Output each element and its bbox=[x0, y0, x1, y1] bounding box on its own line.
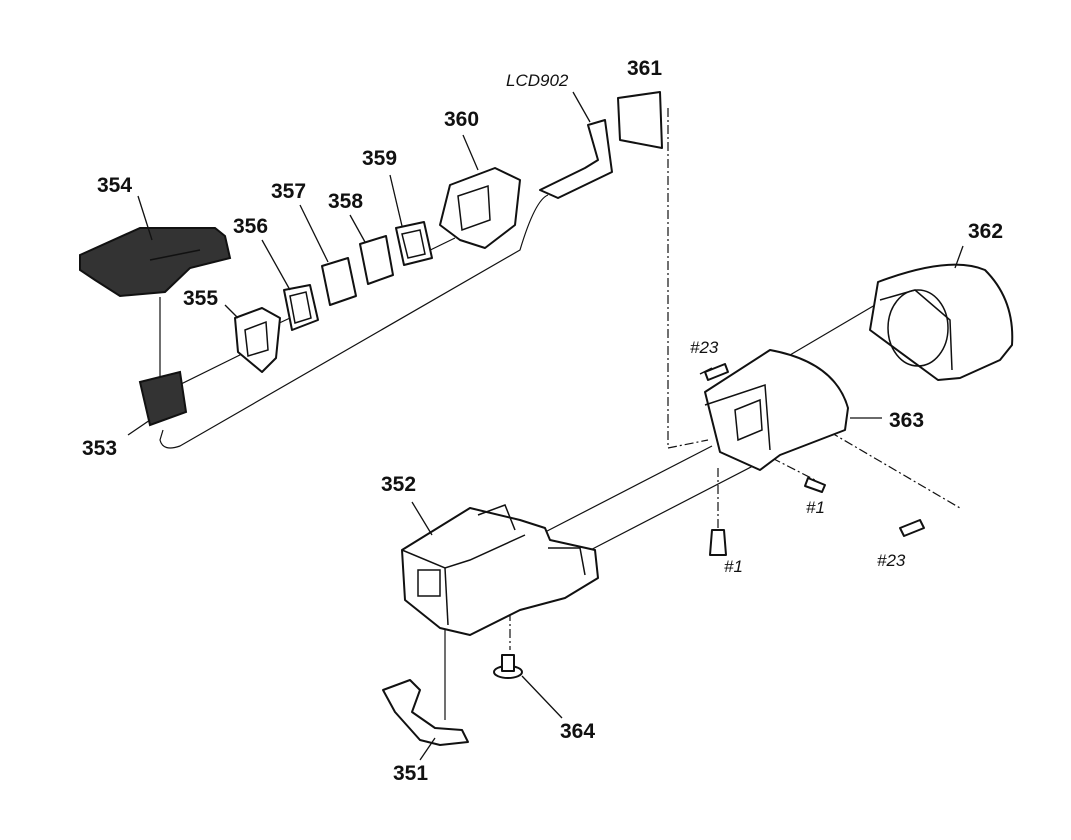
part-352-main-block bbox=[401, 501, 599, 636]
axis-line-a bbox=[519, 445, 713, 546]
axis-line-b bbox=[574, 451, 781, 559]
label-351: 351 bbox=[393, 762, 428, 785]
part-362-eyecup bbox=[869, 245, 1014, 381]
part-360-housing bbox=[439, 134, 521, 249]
part-353-board bbox=[127, 370, 188, 436]
routing-line-upper bbox=[159, 194, 549, 449]
label-screw-23-top: #23 bbox=[690, 338, 719, 357]
part-356-frame bbox=[261, 239, 319, 331]
dash-line-363-1 bbox=[771, 457, 816, 481]
part-357-sheet bbox=[299, 204, 357, 306]
label-355: 355 bbox=[183, 287, 218, 310]
screw-23-bottom-icon bbox=[899, 519, 925, 537]
label-screw-1-bottom: #1 bbox=[724, 557, 743, 576]
label-lcd902: LCD902 bbox=[506, 71, 569, 90]
screw-1-bottom-icon bbox=[709, 529, 727, 556]
part-351-shield bbox=[382, 679, 469, 761]
label-359: 359 bbox=[362, 147, 397, 170]
part-354-shield-plate bbox=[79, 195, 232, 298]
screw-1-right-icon bbox=[804, 477, 826, 493]
part-364-screw bbox=[493, 654, 563, 719]
label-363: 363 bbox=[889, 409, 924, 432]
label-352: 352 bbox=[381, 473, 416, 496]
label-356: 356 bbox=[233, 215, 268, 238]
label-screw-1-right: #1 bbox=[806, 498, 825, 517]
label-360: 360 bbox=[444, 108, 479, 131]
screw-23-top-icon bbox=[699, 363, 729, 381]
part-lcd902-flex bbox=[539, 91, 613, 199]
part-363-case bbox=[704, 349, 882, 471]
label-364: 364 bbox=[560, 720, 595, 743]
dash-line-361 bbox=[667, 108, 709, 449]
label-357: 357 bbox=[271, 180, 306, 203]
part-359-frame bbox=[389, 174, 433, 266]
axis-line-c bbox=[789, 304, 876, 356]
label-362: 362 bbox=[968, 220, 1003, 243]
label-353: 353 bbox=[82, 437, 117, 460]
label-screw-23-bottom: #23 bbox=[877, 551, 906, 570]
label-354: 354 bbox=[97, 174, 132, 197]
dash-line-363-23 bbox=[829, 431, 961, 509]
part-361-sheet bbox=[617, 91, 663, 149]
label-358: 358 bbox=[328, 190, 363, 213]
part-355-bracket bbox=[224, 304, 281, 373]
part-358-sheet bbox=[349, 214, 394, 285]
label-361: 361 bbox=[627, 57, 662, 80]
routing-line-lower bbox=[174, 349, 251, 388]
